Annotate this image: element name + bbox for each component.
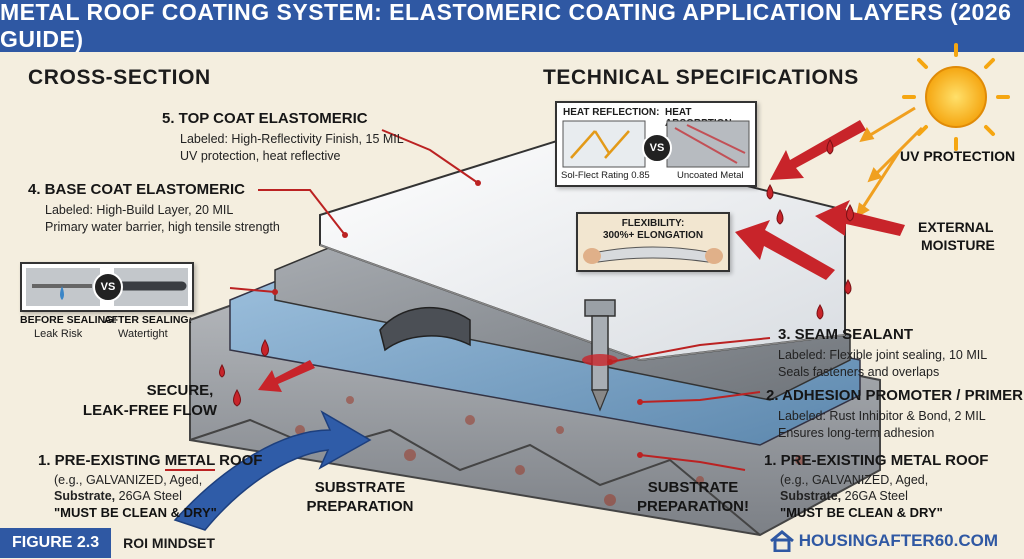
external-moisture-label-1: EXTERNAL <box>918 219 994 235</box>
leak-free-flow-label: LEAK-FREE FLOW <box>82 402 218 419</box>
metal-roof-right-line1: (e.g., GALVANIZED, Aged, <box>780 473 929 487</box>
heat-panel-illustration <box>562 120 750 168</box>
uncoated-metal-label: Uncoated Metal <box>677 170 744 181</box>
primer-line2: Ensures long-term adhesion <box>778 426 935 440</box>
seam-sealant-title: 3. SEAM SEALANT <box>778 326 914 343</box>
metal-roof-right-line2: Substrate, 26GA Steel <box>780 489 908 503</box>
substrate-prep-left-1: SUBSTRATE <box>314 479 406 496</box>
leak-risk-label: Leak Risk <box>34 328 83 340</box>
base-coat-line1: Labeled: High-Build Layer, 20 MIL <box>45 203 234 217</box>
stretch-illustration <box>583 246 723 264</box>
primer-line1: Labeled: Rust Inhibitor & Bond, 2 MIL <box>778 409 986 423</box>
heat-vs-badge: VS <box>642 133 672 163</box>
heat-comparison-panel: HEAT REFLECTION: HEAT ABSORPTION: VS Sol… <box>555 101 757 187</box>
secure-label: SECURE, <box>146 382 214 399</box>
top-coat-title: 5. TOP COAT ELASTOMERIC <box>162 110 368 127</box>
seam-sealant-line2: Seals fasteners and overlaps <box>778 365 940 379</box>
seal-vs-badge: VS <box>93 272 123 302</box>
flexibility-panel: FLEXIBILITY: 300%+ ELONGATION <box>576 212 730 272</box>
base-coat-line2: Primary water barrier, high tensile stre… <box>45 220 280 234</box>
flexibility-line1: FLEXIBILITY: <box>621 218 685 229</box>
roi-mindset-label: ROI MINDSET <box>123 535 215 551</box>
watertight-label: Watertight <box>118 328 168 340</box>
solflect-rating: Sol-Flect Rating 0.85 <box>561 170 650 181</box>
figure-badge: FIGURE 2.3 <box>0 528 112 558</box>
sealing-illustration <box>26 268 188 306</box>
banner-title: METAL ROOF COATING SYSTEM: ELASTOMERIC C… <box>0 0 1024 52</box>
substrate-prep-right-2: PREPARATION! <box>637 498 749 515</box>
after-sealing-label: AFTER SEALING: <box>104 314 193 326</box>
metal-roof-left-line2: Substrate, 26GA Steel <box>54 489 182 503</box>
before-sealing-label: BEFORE SEALING: <box>20 314 117 326</box>
brand-text: HOUSINGAFTER60.COM <box>798 531 998 550</box>
house-icon <box>769 530 794 552</box>
uv-protection-label: UV PROTECTION <box>900 148 1016 164</box>
top-coat-line1: Labeled: High-Reflectivity Finish, 15 MI… <box>180 132 404 146</box>
substrate-prep-left-2: PREPARATION <box>306 498 414 515</box>
substrate-prep-right-1: SUBSTRATE <box>647 479 739 496</box>
external-moisture-label-2: MOISTURE <box>921 237 995 253</box>
seam-sealant-line1: Labeled: Flexible joint sealing, 10 MIL <box>778 348 988 362</box>
footer-left: FIGURE 2.3 ROI MINDSET <box>0 527 215 559</box>
flexibility-line2: 300%+ ELONGATION <box>602 230 704 241</box>
metal-roof-right-title: 1. PRE-EXISTING METAL ROOF <box>764 452 989 469</box>
cross-section-heading: CROSS-SECTION <box>28 66 211 89</box>
sealing-comparison-panel: VS <box>20 262 194 312</box>
primer-title: 2. ADHESION PROMOTER / PRIMER <box>766 387 1023 404</box>
base-coat-title: 4. BASE COAT ELASTOMERIC <box>28 181 245 198</box>
heat-reflection-label: HEAT REFLECTION: <box>563 107 660 118</box>
metal-roof-left-line1: (e.g., GALVANIZED, Aged, <box>54 473 203 487</box>
technical-specifications-heading: TECHNICAL SPECIFICATIONS <box>543 66 859 89</box>
top-coat-line2: UV protection, heat reflective <box>180 149 341 163</box>
brand-logo: HOUSINGAFTER60.COM <box>769 530 998 552</box>
metal-roof-right-line3: "MUST BE CLEAN & DRY" <box>780 505 943 520</box>
metal-roof-left-title: 1. PRE-EXISTING METAL ROOF <box>38 452 263 469</box>
metal-roof-left-line3: "MUST BE CLEAN & DRY" <box>54 505 217 520</box>
